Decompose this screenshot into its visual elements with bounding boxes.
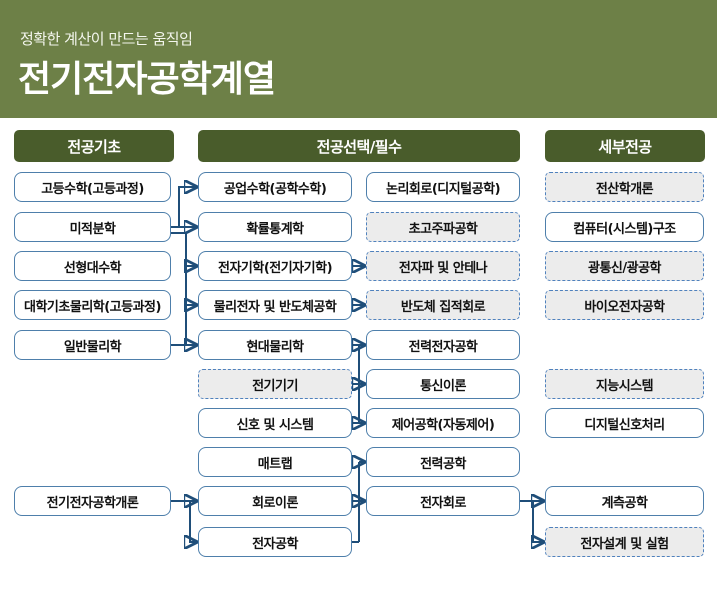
node-signals-systems: 신호 및 시스템 [198, 408, 352, 438]
node-design-lab: 전자설계 및 실험 [545, 527, 704, 557]
node-electronics: 전자공학 [198, 527, 352, 557]
node-linear-algebra: 선형대수학 [14, 251, 171, 281]
banner: 정확한 계산이 만드는 움직임 전기전자공학계열 [0, 0, 717, 118]
banner-subtitle: 정확한 계산이 만드는 움직임 [20, 30, 193, 48]
column-header-basic: 전공기초 [14, 130, 174, 162]
node-power-electronics: 전력전자공학 [366, 330, 520, 360]
node-modern-physics: 현대물리학 [198, 330, 352, 360]
node-eng-math: 공업수학(공학수학) [198, 172, 352, 202]
node-electric-machines: 전기기기 [198, 369, 352, 399]
node-logic-circuit: 논리회로(디지털공학) [366, 172, 520, 202]
node-phys-electronics: 물리전자 및 반도체공학 [198, 290, 352, 320]
node-optical: 광통신/광공학 [545, 251, 704, 281]
page-title: 전기전자공학계열 [18, 59, 276, 100]
node-calculus: 미적분학 [14, 212, 171, 242]
node-comm-theory: 통신이론 [366, 369, 520, 399]
column-header-elective: 전공선택/필수 [198, 130, 520, 162]
node-dsp: 디지털신호처리 [545, 408, 704, 438]
node-measurement: 계측공학 [545, 486, 704, 516]
node-computer-arch: 컴퓨터(시스템)구조 [545, 212, 704, 242]
node-intro-ee: 전기전자공학개론 [14, 486, 171, 516]
node-matlab: 매트랩 [198, 447, 352, 477]
node-bio-electronics: 바이오전자공학 [545, 290, 704, 320]
node-intelligent-sys: 지능시스템 [545, 369, 704, 399]
node-antenna: 전자파 및 안테나 [366, 251, 520, 281]
node-circuit-theory: 회로이론 [198, 486, 352, 516]
node-hs-math: 고등수학(고등과정) [14, 172, 171, 202]
node-control: 제어공학(자동제어) [366, 408, 520, 438]
node-basic-physics: 대학기초물리학(고등과정) [14, 290, 171, 320]
node-electronic-circuit: 전자회로 [366, 486, 520, 516]
node-microwave: 초고주파공학 [366, 212, 520, 242]
node-intro-cs: 전산학개론 [545, 172, 704, 202]
node-semicon-ic: 반도체 집적회로 [366, 290, 520, 320]
column-header-detail: 세부전공 [545, 130, 705, 162]
node-power-eng: 전력공학 [366, 447, 520, 477]
node-prob-stat: 확률통계학 [198, 212, 352, 242]
node-general-physics: 일반물리학 [14, 330, 171, 360]
node-electromagnetics: 전자기학(전기자기학) [198, 251, 352, 281]
